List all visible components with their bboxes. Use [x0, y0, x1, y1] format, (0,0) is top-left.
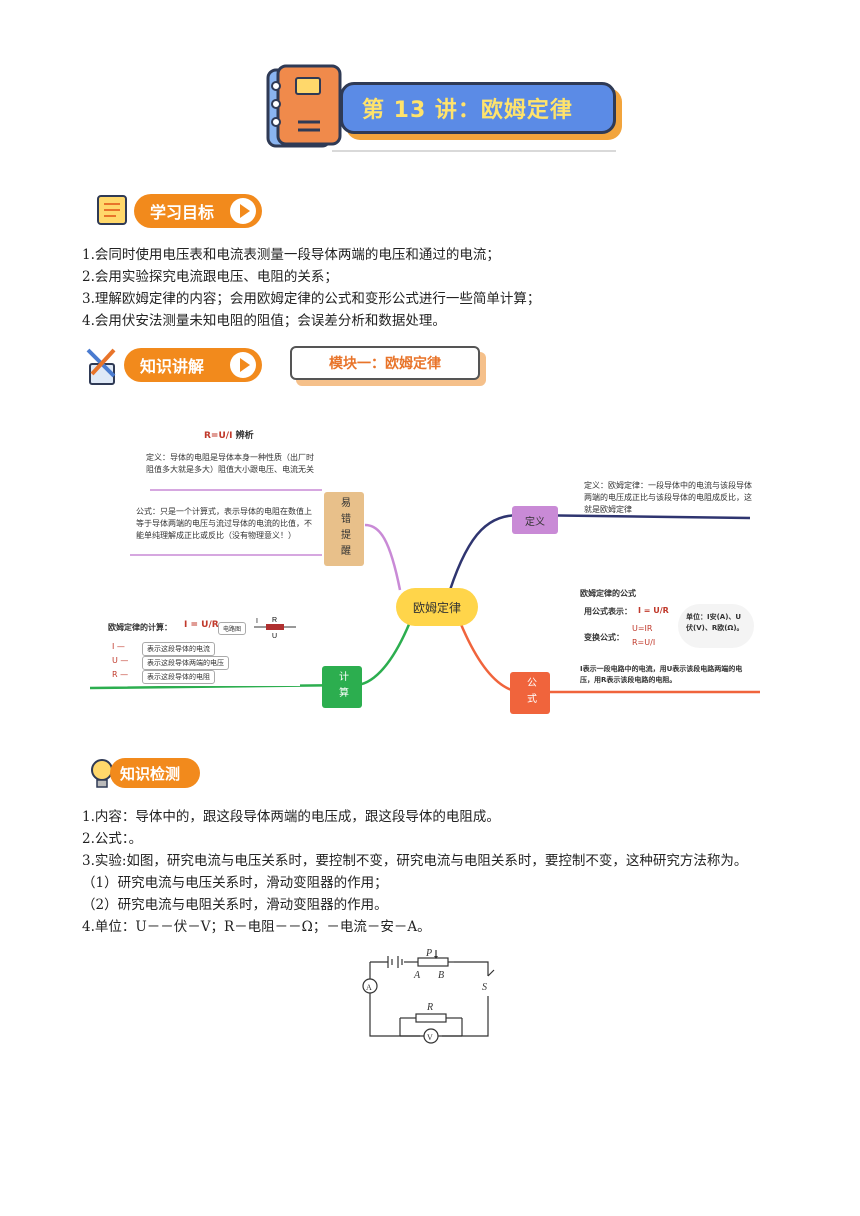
- section-badge-check: 知识检测: [110, 758, 200, 788]
- notebook-icon: [266, 64, 342, 148]
- mindmap-center: 欧姆定律: [396, 588, 478, 626]
- formula-title: 欧姆定律的公式: [580, 589, 636, 598]
- circuit-label-r: R: [426, 1002, 433, 1013]
- voltmeter-label: V: [427, 1033, 433, 1042]
- formula-panel: 欧姆定律的公式 用公式表示： I = U/R 变换公式： U=IR R=U/I …: [574, 586, 758, 690]
- check-item: （1）研究电流与电压关系时，滑动变阻器的作用；: [82, 875, 388, 891]
- tools-icon: [86, 348, 116, 385]
- calc-row-sym: R —: [112, 670, 129, 679]
- module-title: 模块一：欧姆定律: [290, 346, 480, 380]
- calc-row-sym: U —: [112, 656, 129, 665]
- svg-text:R: R: [272, 617, 277, 624]
- mindmap-node-formula: 公式: [510, 672, 550, 714]
- section-badge-knowledge: 知识讲解: [124, 348, 262, 382]
- title-banner: [340, 82, 616, 134]
- goal-item: 1.会同时使用电压表和电流表测量一段导体两端的电压和通过的电流；: [82, 247, 500, 263]
- goals-list: 1.会同时使用电压表和电流表测量一段导体两端的电压和通过的电流； 2.会用实验探…: [82, 244, 782, 332]
- circuit-diagram: P A B S R A V: [362, 948, 495, 1044]
- badge-label: 学习目标: [150, 203, 215, 222]
- formula-variant-label: 变换公式：: [584, 633, 624, 642]
- formula-variant: U=IR: [632, 624, 653, 633]
- goal-item: 4.会用伏安法测量未知电阻的阻值；会误差分析和数据处理。: [82, 313, 446, 329]
- check-item: 1.内容：导体中的，跟这段导体两端的电压成，跟这段导体的电阻成。: [82, 809, 500, 825]
- calc-row-text: 表示这段导体的电阻: [142, 670, 215, 684]
- page-title: 第 13 讲：欧姆定律: [362, 98, 573, 123]
- calc-title: 欧姆定律的计算：: [108, 623, 172, 632]
- circuit-label-b: B: [438, 970, 444, 981]
- formula-unit: 单位：I安(A)、U伏(V)、R欧(Ω)。: [678, 604, 754, 648]
- calc-panel: 欧姆定律的计算： I = U/R 电路图 I R U I — 表示这段导体的电流…: [100, 614, 300, 686]
- goal-item: 2.会用实验探究电流跟电压、电阻的关系；: [82, 269, 338, 285]
- mindmap-node-mistake: 易错提醒: [324, 492, 364, 566]
- check-item: 2.公式：。: [82, 831, 143, 847]
- calc-row-text: 表示这段导体两端的电压: [142, 656, 229, 670]
- calc-row-text: 表示这段导体的电流: [142, 642, 215, 656]
- mistake-title: R=U/I 辨析: [204, 428, 254, 441]
- play-icon: [230, 352, 256, 378]
- badge-label: 知识讲解: [140, 357, 205, 376]
- calc-row-sym: I —: [112, 642, 125, 651]
- mindmap-node-definition: 定义: [512, 506, 558, 534]
- check-item: 3.实验:如图，研究电流与电压关系时，要控制不变，研究电流与电阻关系时，要控制不…: [82, 853, 748, 869]
- section-badge-goals: 学习目标: [134, 194, 262, 228]
- circuit-label-s: S: [482, 982, 487, 993]
- ammeter-label: A: [366, 983, 372, 992]
- check-item: 4.单位：U－－伏－V；R－电阻－－Ω；－电流－安－A。: [82, 919, 431, 935]
- goal-item: 3.理解欧姆定律的内容；会用欧姆定律的公式和变形公式进行一些简单计算；: [82, 291, 541, 307]
- play-icon: [230, 198, 256, 224]
- mistake-title-text: 辨析: [235, 431, 254, 441]
- check-item: （2）研究电流与电阻关系时，滑动变阻器的作用。: [82, 897, 388, 913]
- calc-formula: I = U/R: [184, 620, 219, 630]
- formula-main: I = U/R: [638, 606, 669, 615]
- mistake-formula-label: R=U/I: [204, 431, 233, 441]
- svg-text:U: U: [272, 633, 277, 640]
- mistake-text-definition: 定义：导体的电阻是导体本身一种性质（出厂时阻值多大就是多大）阻值大小跟电压、电流…: [146, 453, 314, 474]
- formula-note: I表示一段电路中的电流，用U表示该段电路两端的电压，用R表示该段电路的电阻。: [580, 665, 743, 684]
- title-divider: [332, 150, 616, 152]
- svg-text:I: I: [256, 618, 258, 625]
- resistor-diagram: I R U: [254, 617, 296, 640]
- formula-use-label: 用公式表示：: [584, 607, 632, 616]
- circuit-label-a: A: [413, 970, 421, 981]
- circuit-label-p: P: [425, 948, 432, 959]
- mistake-text-formula: 公式：只是一个计算式，表示导体的电阻在数值上等于导体两端的电压与流过导体的电流的…: [136, 507, 312, 540]
- mindmap-node-calc: 计算: [322, 666, 362, 708]
- check-list: 1.内容：导体中的，跟这段导体两端的电压成，跟这段导体的电阻成。 2.公式：。 …: [82, 806, 842, 938]
- badge-label: 知识检测: [120, 764, 181, 783]
- scroll-icon: [97, 195, 127, 225]
- calc-circuit-label: 电路图: [218, 622, 247, 635]
- formula-variant: R=U/I: [632, 638, 656, 647]
- definition-text: 定义：欧姆定律：一段导体中的电流与该段导体两端的电压成正比与该段导体的电阻成反比…: [584, 481, 752, 514]
